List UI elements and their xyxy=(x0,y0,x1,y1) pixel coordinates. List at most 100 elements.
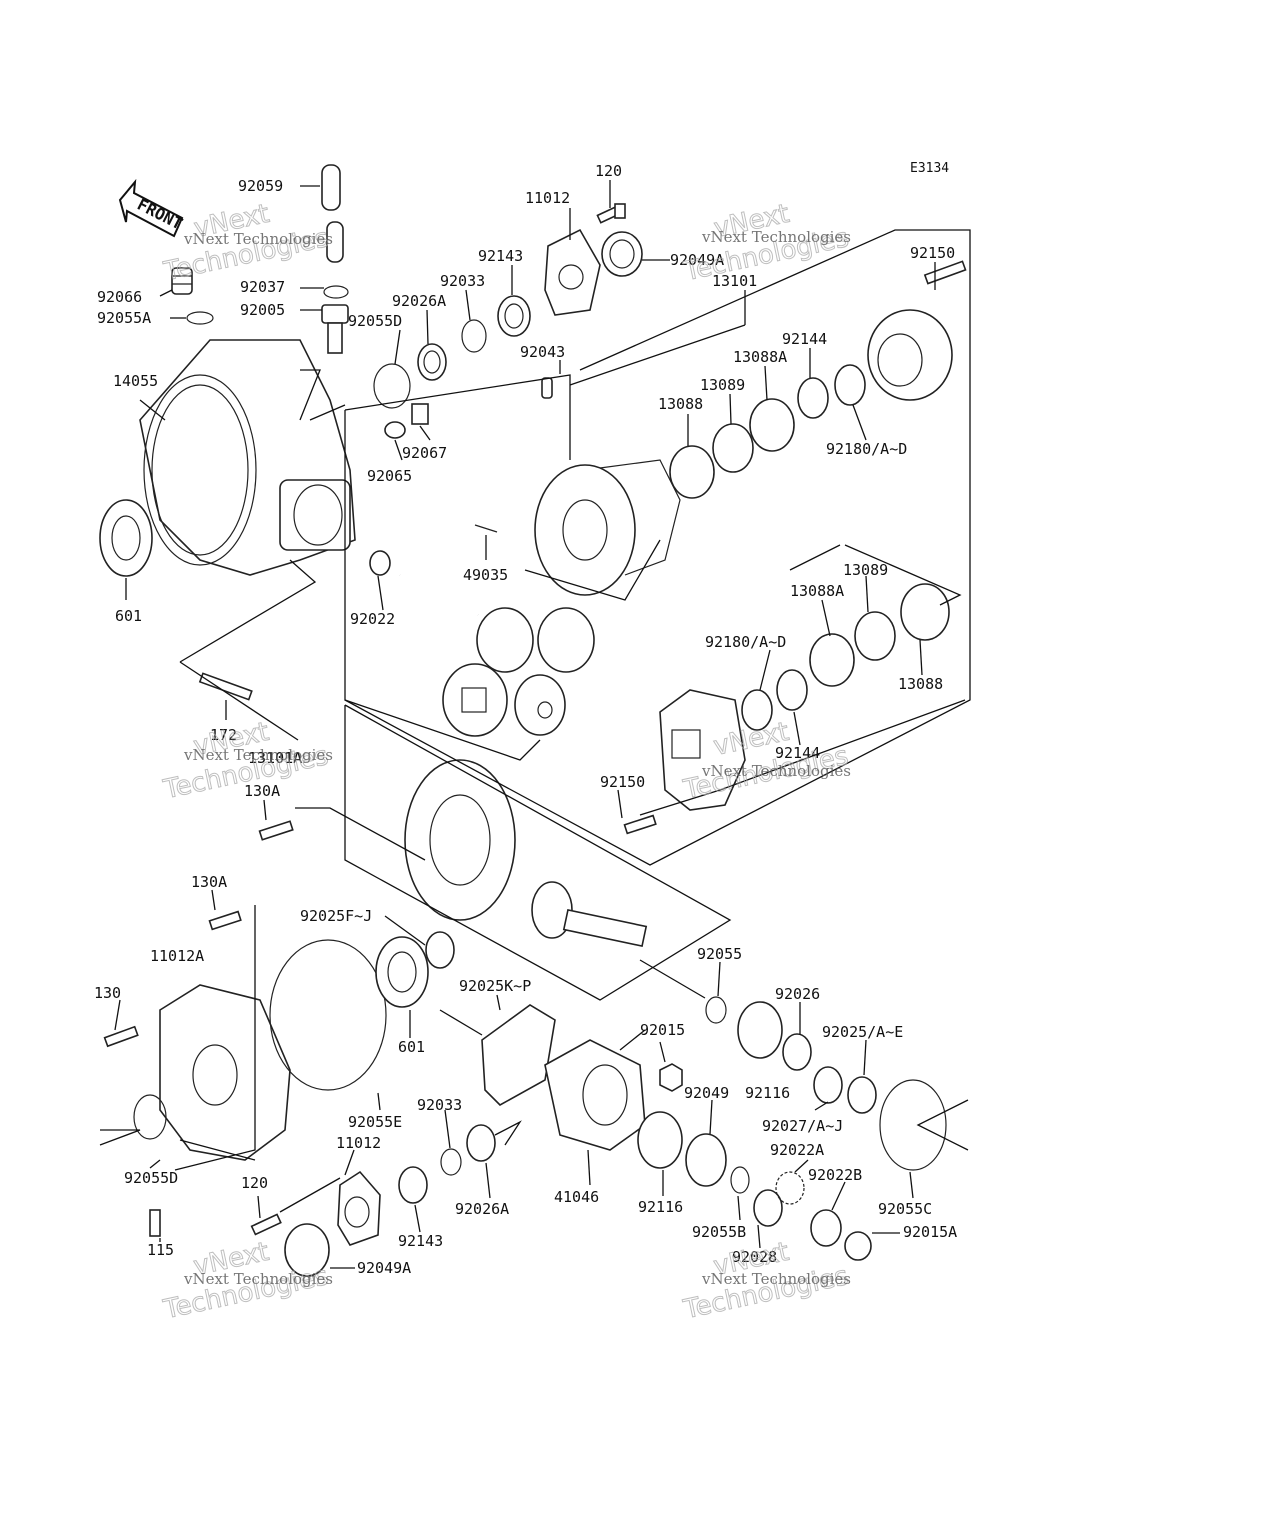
label-92055d: 92055D xyxy=(348,312,402,330)
watermark-text: vNext Technologies xyxy=(701,228,851,246)
part-130a-bolt-lower-icon xyxy=(208,910,242,931)
part-92037-clip-icon xyxy=(323,285,349,299)
part-92049a-seal-icon xyxy=(601,231,643,277)
label-13101: 13101 xyxy=(712,272,757,290)
part-92028-collar-icon xyxy=(753,1189,783,1227)
label-92065: 92065 xyxy=(367,467,412,485)
label-92026: 92026 xyxy=(775,985,820,1003)
drive-pinion-icon xyxy=(531,881,648,948)
part-601-bearing-icon xyxy=(99,499,153,577)
label-92150: 92150 xyxy=(910,244,955,262)
part-92022b-washer-icon xyxy=(810,1209,842,1247)
part-120-bolt-icon xyxy=(596,203,626,224)
label-92150-lower: 92150 xyxy=(600,773,645,791)
pinion-gear-b-icon xyxy=(537,607,595,673)
part-115-bolt-icon xyxy=(149,1209,161,1237)
label-92043: 92043 xyxy=(520,343,565,361)
label-49035: 49035 xyxy=(463,566,508,584)
part-130-bolt-icon xyxy=(103,1025,139,1048)
part-13089-plate-icon xyxy=(712,423,754,473)
part-92065-washer-icon xyxy=(384,421,406,439)
label-41046: 41046 xyxy=(554,1188,599,1206)
label-172: 172 xyxy=(210,726,237,744)
part-92022-washer-icon xyxy=(369,550,391,576)
part-92055d-oring-icon xyxy=(373,363,411,409)
label-92025f: 92025F~J xyxy=(300,907,372,925)
label-13088a: 13088A xyxy=(733,348,787,366)
part-92144-shim-icon xyxy=(797,377,829,419)
label-92022: 92022 xyxy=(350,610,395,628)
part-601-lower-bearing-icon xyxy=(375,936,429,1008)
part-92055e-oring-icon xyxy=(269,939,387,1091)
part-92025-shim-icon xyxy=(847,1076,877,1114)
label-92022b: 92022B xyxy=(808,1166,862,1184)
watermark-text: vNext Technologies xyxy=(183,230,333,248)
diagram-code: E3134 xyxy=(910,161,949,176)
label-92027: 92027/A~J xyxy=(762,1117,843,1135)
front-arrow-icon: FRONT xyxy=(118,178,186,238)
part-13089-lower-plate-icon xyxy=(854,611,896,661)
part-11012-cover-icon xyxy=(544,228,601,316)
part-11012-lower-cover-icon xyxy=(337,1170,381,1246)
label-11012a: 11012A xyxy=(150,947,204,965)
label-92033: 92033 xyxy=(440,272,485,290)
part-92025f-shim-icon xyxy=(425,931,455,969)
label-92026a: 92026A xyxy=(392,292,446,310)
label-92026a-lower: 92026A xyxy=(455,1200,509,1218)
leader-lines xyxy=(99,180,971,1269)
label-92116-upper: 92116 xyxy=(745,1084,790,1102)
label-92059: 92059 xyxy=(238,177,283,195)
part-92027-shim-icon xyxy=(813,1066,843,1104)
ring-gear-icon xyxy=(404,759,516,921)
label-92022a: 92022A xyxy=(770,1141,824,1159)
label-120: 120 xyxy=(595,162,622,180)
part-92005-fitting-icon xyxy=(321,304,349,354)
label-92180-lower: 92180/A~D xyxy=(705,633,786,651)
part-13101-diff-case-icon xyxy=(534,459,681,596)
part-92043-pin-icon xyxy=(541,377,553,399)
part-130a-bolt-icon xyxy=(258,820,294,841)
watermark-text: vNext Technologies xyxy=(183,746,333,764)
part-92067-bolt-icon xyxy=(411,403,429,425)
side-gear-spline xyxy=(461,687,487,713)
part-92015-nut-icon xyxy=(659,1063,683,1092)
label-92180-upper: 92180/A~D xyxy=(826,440,907,458)
pinion-gear-a-icon xyxy=(476,607,534,673)
label-14055: 14055 xyxy=(113,372,158,390)
label-92037: 92037 xyxy=(240,278,285,296)
part-92055d-lower-oring-icon xyxy=(133,1094,167,1140)
part-92116-lower-bearing-icon xyxy=(637,1111,683,1169)
label-92055a: 92055A xyxy=(97,309,151,327)
seal-hole xyxy=(609,239,635,269)
part-92066-plug-icon xyxy=(171,267,193,295)
label-92055: 92055 xyxy=(697,945,742,963)
label-92049a-lower: 92049A xyxy=(357,1259,411,1277)
label-601-upper: 601 xyxy=(115,607,142,625)
part-14055-housing-icon xyxy=(139,339,356,576)
label-92116-lower: 92116 xyxy=(638,1198,683,1216)
label-92143-lower: 92143 xyxy=(398,1232,443,1250)
part-13088-plate-icon xyxy=(669,445,715,499)
part-92150-bolt-lower-icon xyxy=(623,814,657,835)
label-130: 130 xyxy=(94,984,121,1002)
label-11012: 11012 xyxy=(525,189,570,207)
label-601-lower: 601 xyxy=(398,1038,425,1056)
label-92005: 92005 xyxy=(240,301,285,319)
label-13088a-lower: 13088A xyxy=(790,582,844,600)
label-11012-lower: 11012 xyxy=(336,1134,381,1152)
part-13101a-hub-icon xyxy=(659,689,746,811)
part-120-lower-bolt-icon xyxy=(250,1213,282,1236)
part-92055c-oring-icon xyxy=(879,1079,947,1171)
part-13088-lower-plate-icon xyxy=(900,583,950,641)
label-92025-a-e: 92025/A~E xyxy=(822,1023,903,1041)
part-11012a-cover-icon xyxy=(159,984,291,1161)
part-92180-lower-shim-icon xyxy=(741,689,773,731)
part-labels: 92059 120 11012 92143 92049A 92033 92026… xyxy=(94,162,957,1277)
watermark-text: vNext Technologies xyxy=(701,762,851,780)
label-92055b: 92055B xyxy=(692,1223,746,1241)
part-92026-collar-icon xyxy=(782,1033,812,1071)
part-13088a-plate-icon xyxy=(749,398,795,452)
part-92055a-oring-icon xyxy=(186,311,214,325)
part-92143-collar-icon xyxy=(497,295,531,337)
